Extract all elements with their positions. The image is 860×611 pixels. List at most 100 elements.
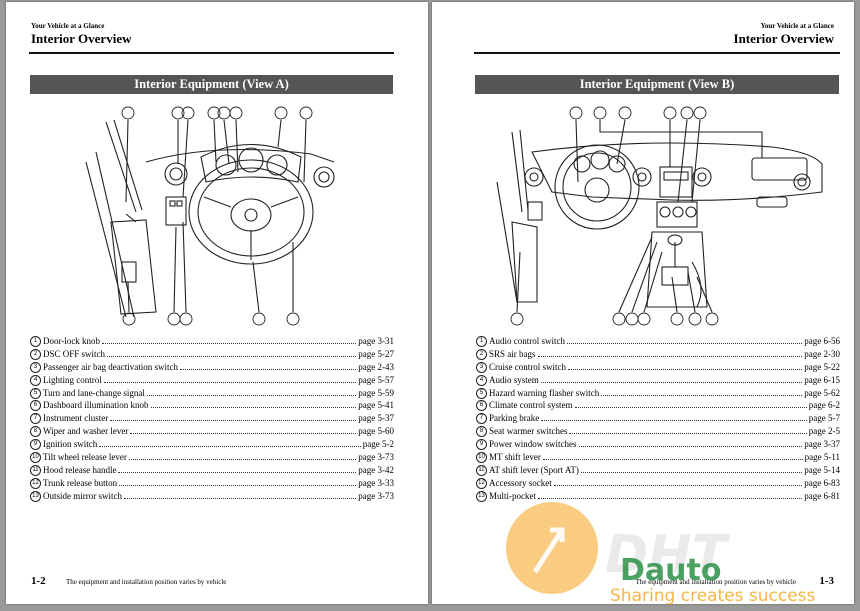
- dot-leader: [150, 407, 357, 409]
- dot-leader: [103, 381, 357, 383]
- item-number: 4: [476, 374, 487, 386]
- dot-leader: [124, 497, 357, 499]
- item-label: SRS air bags: [489, 348, 536, 359]
- dot-leader: [569, 433, 807, 435]
- item-page-ref: page 5-11: [804, 452, 840, 463]
- item-label: MT shift lever: [489, 452, 541, 463]
- item-number: 9: [30, 439, 41, 451]
- item-page-ref: page 2-43: [358, 361, 394, 372]
- dot-leader: [542, 458, 803, 460]
- item-page-ref: page 6-56: [804, 336, 840, 346]
- dot-leader: [179, 368, 357, 370]
- dot-leader: [574, 407, 807, 409]
- dot-leader: [553, 484, 803, 486]
- section-label: Your Vehicle at a Glance: [760, 22, 834, 30]
- dot-leader: [601, 394, 803, 396]
- dot-leader: [128, 458, 357, 460]
- dot-leader: [110, 420, 357, 422]
- page-number: 1-3: [819, 575, 834, 587]
- dot-leader: [540, 381, 803, 383]
- dot-leader: [567, 342, 803, 344]
- item-page-ref: page 3-73: [358, 452, 394, 463]
- left-page: Your Vehicle at a Glance Interior Overvi…: [6, 2, 428, 604]
- item-page-ref: page 6-2: [808, 400, 840, 411]
- dot-leader: [99, 446, 361, 448]
- item-label: Wiper and washer lever: [43, 426, 129, 437]
- item-number: 1: [476, 335, 487, 347]
- interior-illustration-view-a: [66, 102, 356, 326]
- item-page-ref: page 3-73: [358, 490, 394, 501]
- section-title-bar: Interior Equipment (View B): [475, 75, 839, 94]
- item-number: 1: [30, 335, 41, 347]
- item-label: Hood release handle: [43, 464, 117, 475]
- dot-leader: [102, 342, 357, 344]
- item-number: 8: [476, 426, 487, 438]
- item-label: Door-lock knob: [43, 336, 101, 346]
- item-page-ref: page 5-27: [358, 348, 394, 359]
- dot-leader: [578, 446, 803, 448]
- item-label: Turn and lane-change signal: [43, 387, 145, 398]
- item-number: 3: [476, 361, 487, 373]
- title-rule: [29, 52, 394, 54]
- item-page-ref: page 5-37: [358, 413, 394, 424]
- item-page-ref: page 5-7: [808, 413, 840, 424]
- item-label: Lighting control: [43, 374, 102, 385]
- title-rule: [474, 52, 840, 54]
- item-label: Seat warmer switches: [489, 426, 568, 437]
- item-label: Power window switches: [489, 439, 577, 450]
- item-label: Ignition switch: [43, 439, 98, 450]
- item-number: 5: [30, 387, 41, 399]
- item-number: 6: [30, 400, 41, 412]
- item-label: Parking brake: [489, 413, 540, 424]
- item-label: Outside mirror switch: [43, 490, 122, 501]
- item-number: 10: [476, 451, 487, 463]
- item-number: 7: [476, 413, 487, 425]
- section-title-bar: Interior Equipment (View A): [30, 75, 393, 94]
- item-label: Audio control switch: [489, 336, 565, 346]
- item-number: 11: [476, 464, 487, 476]
- item-number: 4: [30, 374, 41, 386]
- dot-leader: [146, 394, 357, 396]
- item-page-ref: page 5-59: [358, 387, 394, 398]
- item-label: DSC OFF switch: [43, 348, 106, 359]
- item-number: 3: [30, 361, 41, 373]
- item-label: Dashboard illumination knob: [43, 400, 149, 411]
- page-title: Interior Overview: [31, 31, 132, 46]
- item-label: Audio system: [489, 374, 539, 385]
- dot-leader: [580, 471, 803, 473]
- page-number: 1-2: [31, 575, 46, 587]
- item-label: Climate control system: [489, 400, 573, 411]
- right-page: Your Vehicle at a Glance Interior Overvi…: [432, 2, 854, 604]
- item-page-ref: page 5-60: [358, 426, 394, 437]
- section-label: Your Vehicle at a Glance: [31, 22, 105, 30]
- footer-note: The equipment and installation position …: [66, 578, 227, 586]
- dot-leader: [118, 471, 357, 473]
- item-page-ref: page 6-15: [804, 374, 840, 385]
- item-page-ref: page 5-2: [362, 439, 394, 450]
- item-label: AT shift lever (Sport AT): [489, 464, 579, 475]
- item-number: 9: [476, 439, 487, 451]
- item-number: 13: [476, 490, 487, 502]
- item-label: Trunk release button: [43, 477, 118, 488]
- item-label: Accessory socket: [489, 477, 552, 488]
- item-label: Multi-pocket: [489, 490, 536, 501]
- dot-leader: [119, 484, 357, 486]
- item-page-ref: page 5-57: [358, 374, 394, 385]
- item-page-ref: page 3-42: [358, 464, 394, 475]
- dot-leader: [130, 433, 357, 435]
